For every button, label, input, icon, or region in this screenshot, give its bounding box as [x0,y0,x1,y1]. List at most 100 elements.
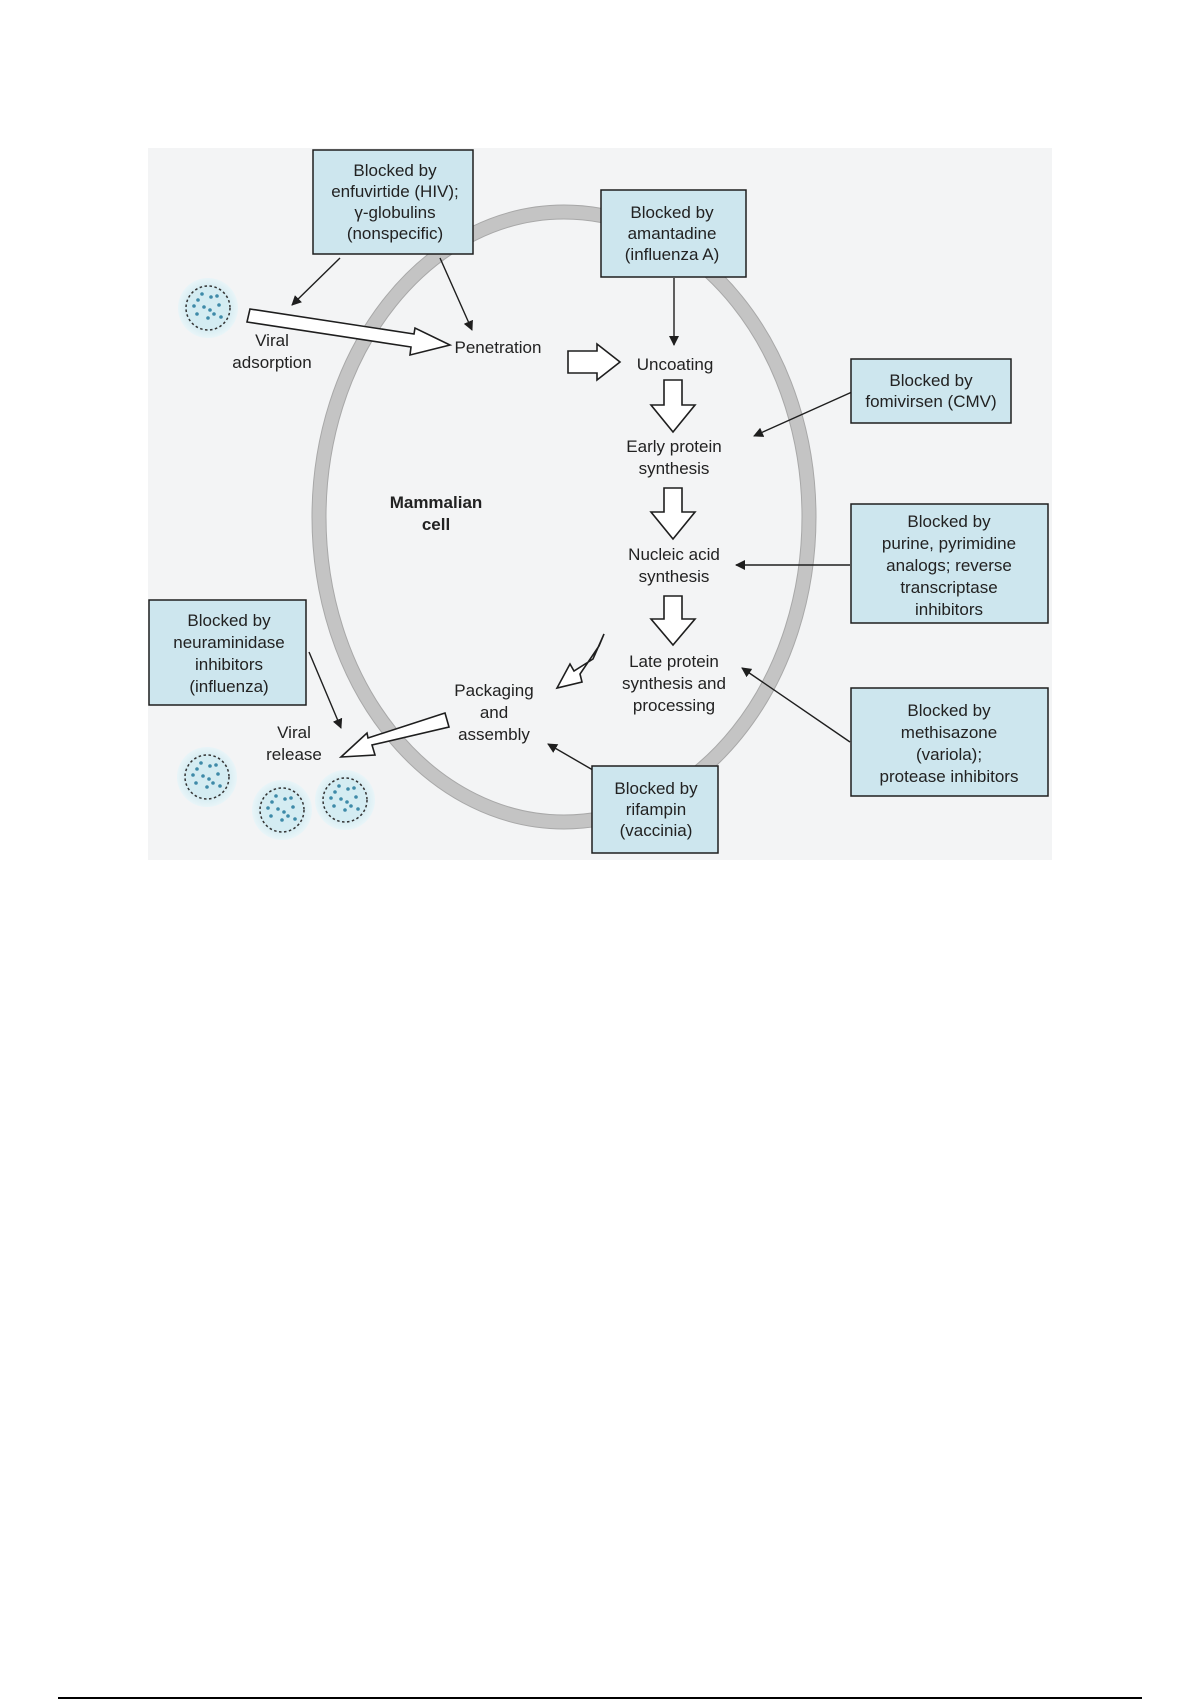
text-line: (influenza A) [625,245,720,264]
virus-particle-adsorption [178,278,238,338]
virus-dot [274,794,278,798]
virus-dot [215,294,219,298]
virus-dot [337,784,341,788]
text-line: Penetration [455,338,542,357]
virus-dot [218,784,222,788]
virus-dot [280,818,284,822]
text-line: Blocked by [907,512,991,531]
virus-dot [207,777,211,781]
blocker-box-neuraminidase [148,599,307,706]
virus-dot [269,814,273,818]
cell-membrane [312,205,816,829]
step-uncoating: Uncoating [637,355,714,374]
virus-dot [283,797,287,801]
uncoating-to-early-arrow [649,379,697,434]
early-to-nucleic-arrow [649,487,697,541]
virus-dot [196,298,200,302]
text-line: Nucleic acid [628,545,720,564]
virus-dot [282,810,286,814]
virus-dot [201,774,205,778]
blocker-box-nucleoside [850,503,1049,624]
adsorption-to-penetration-arrow [246,308,453,357]
text-line: cell [422,515,450,534]
text-line: inhibitors [195,655,263,674]
penetration-to-uncoating-arrow [567,342,622,382]
packaging-to-release-arrow [338,711,450,758]
text-line: Early protein [626,437,721,456]
virus-dot [217,303,221,307]
text-line: synthesis [639,459,710,478]
text-line: Blocked by [907,701,991,720]
text-line: Packaging [454,681,533,700]
text-line: γ-globulins [354,203,435,222]
virus-dot [219,315,223,319]
virus-dot [349,804,353,808]
blocker-box-methisazone [850,687,1049,797]
virus-dot [199,761,203,765]
virus-dot [356,807,360,811]
virus-dot [192,304,196,308]
blocker-text-neuraminidase: Blocked by neuraminidase inhibitors (influe… [173,611,285,696]
text-line: processing [633,696,715,715]
text-line: Blocked by [187,611,271,630]
virus-dot [206,316,210,320]
mammalian-cell-label: Mammalian cell [390,493,483,534]
virus-dot [195,767,199,771]
virus-dot [354,795,358,799]
text-line: enfuvirtide (HIV); [331,182,459,201]
cell-membrane-inner-edge [325,218,803,816]
text-line: Mammalian [390,493,483,512]
virus-particle-released-2 [252,780,312,840]
virus-dot [289,796,293,800]
virus-dot [209,295,213,299]
text-line: Viral [277,723,311,742]
enfuvirtide-to-penetration-arrow [439,257,473,331]
virus-dot [214,763,218,767]
nucleic-to-late-arrow [649,595,697,647]
virus-envelope [185,285,231,331]
text-line: synthesis and [622,674,726,693]
virus-dot [205,785,209,789]
step-penetration: Penetration [455,338,542,357]
virus-envelope [259,787,305,833]
virus-dot [346,787,350,791]
virus-dot [200,292,204,296]
text-line: fomivirsen (CMV) [865,392,996,411]
virus-dot [216,772,220,776]
virus-dot [194,781,198,785]
virus-dot [333,790,337,794]
blocker-box-enfuvirtide [312,149,474,255]
virus-dot [352,786,356,790]
virus-dot [345,800,349,804]
virus-dot [332,804,336,808]
text-line: (influenza) [189,677,268,696]
enfuvirtide-to-adsorption-arrow [291,257,341,306]
neuraminidase-to-release-arrow [308,651,343,729]
blocker-box-amantadine [600,189,747,278]
text-line: Uncoating [637,355,714,374]
text-line: methisazone [901,723,997,742]
text-line: and [480,703,508,722]
text-line: rifampin [626,800,686,819]
virus-dot [286,814,290,818]
virus-dot [211,781,215,785]
text-line: neuraminidase [173,633,285,652]
text-line: Viral [255,331,289,350]
virus-dot [291,805,295,809]
virus-envelope [184,754,230,800]
text-line: Late protein [629,652,719,671]
methisazone-to-late-arrow [741,667,851,743]
text-line: transcriptase [900,578,997,597]
blocker-box-rifampin [591,765,719,854]
text-line: Blocked by [630,203,714,222]
